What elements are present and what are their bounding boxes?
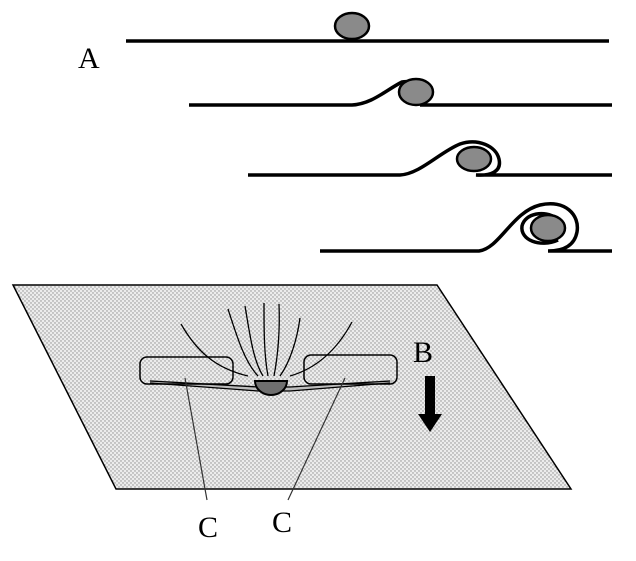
label-a: A bbox=[78, 42, 100, 75]
stage-3-ball bbox=[455, 145, 493, 173]
stage-1-ball bbox=[333, 11, 371, 41]
stage-3-line bbox=[248, 140, 612, 177]
stage-2-ball bbox=[397, 77, 435, 107]
arrow-down-icon bbox=[418, 376, 442, 432]
panel-a: A bbox=[78, 11, 612, 253]
panel-b: B C C bbox=[11, 284, 573, 544]
label-b: B bbox=[413, 336, 433, 369]
leader-c-left bbox=[184, 377, 208, 501]
region-c-right-box bbox=[303, 354, 398, 385]
stage-4-coil bbox=[520, 211, 559, 245]
stage-2 bbox=[189, 77, 612, 107]
stage-1 bbox=[126, 11, 609, 43]
stage-3 bbox=[248, 140, 612, 177]
stage-4-line bbox=[320, 202, 612, 253]
label-c-right: C bbox=[272, 506, 292, 539]
label-c-left: C bbox=[198, 511, 218, 544]
embedded-sphere bbox=[253, 380, 289, 396]
leader-c-right bbox=[287, 377, 346, 501]
stage-4 bbox=[320, 202, 612, 253]
stage-4-ball bbox=[529, 213, 567, 243]
